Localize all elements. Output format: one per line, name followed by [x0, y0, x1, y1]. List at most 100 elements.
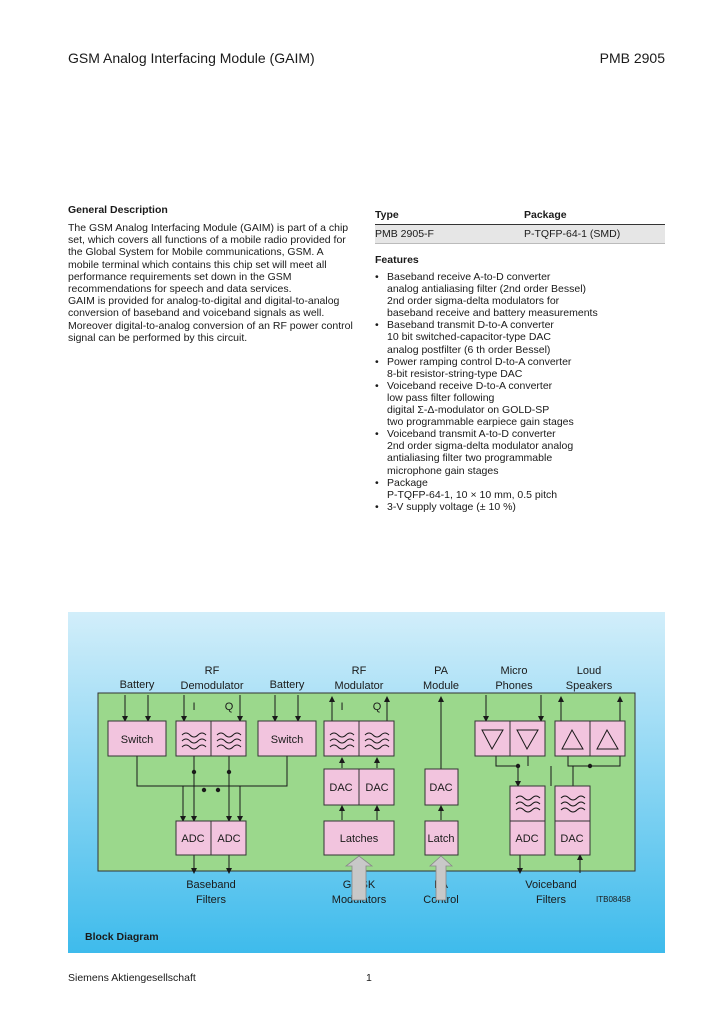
features-heading: Features [375, 254, 419, 266]
switch-block [257, 720, 317, 757]
amplifier-block [509, 720, 546, 757]
package-cell: P-TQFP-64-1 (SMD) [524, 228, 621, 240]
rf-modulator-label: Modulator [335, 680, 384, 692]
feature-line: analog postfilter (6 th order Bessel) [387, 343, 551, 356]
filter-wave-icon [181, 732, 586, 813]
rf-demodulator-label: RF [205, 665, 220, 677]
switch-label: Switch [271, 734, 303, 746]
type-package-table: Type Package PMB 2905-F P-TQFP-64-1 (SMD… [375, 208, 665, 244]
adc-label: ADC [181, 833, 204, 845]
dac-label: DAC [429, 782, 452, 794]
feature-line: 8-bit resistor-string-type DAC [387, 367, 523, 380]
type-cell: PMB 2905-F [375, 228, 434, 240]
feature-line: Voiceband receive D-to-A converter [387, 379, 553, 392]
latches-block [323, 820, 395, 856]
description-line: recommendations for speech and data serv… [68, 283, 292, 296]
feature-line: microphone gain stages [387, 464, 499, 477]
adc-block [210, 820, 247, 856]
latch-block [424, 820, 459, 856]
dac-block [358, 768, 395, 806]
baseband-filters-label: Filters [196, 894, 226, 906]
description-line: conversion of baseband and voiceband sig… [68, 307, 325, 320]
feature-line: low pass filter following [387, 391, 495, 404]
loudspeakers-label: Loud [577, 665, 601, 677]
filter-block [175, 720, 212, 757]
general-description-heading: General Description [68, 204, 168, 216]
voiceband-filters-label: Filters [536, 894, 566, 906]
loudspeakers-label: Speakers [566, 680, 613, 692]
battery-label: Battery [120, 679, 155, 691]
description-line: the Global System for Mobile communicati… [68, 246, 324, 259]
feature-line: Package [387, 476, 428, 489]
microphones-label: Micro [501, 665, 528, 677]
page-number: 1 [366, 972, 372, 984]
voiceband-filters-label: Voiceband [525, 879, 576, 891]
table-header: Type Package [375, 208, 665, 225]
type-column-header: Type [375, 209, 399, 221]
package-column-header: Package [524, 209, 567, 221]
i-channel-label: I [192, 701, 195, 713]
feature-item: • Power ramping control D-to-A converter… [375, 355, 572, 380]
company-name: Siemens Aktiengesellschaft [68, 972, 196, 984]
features-list: • Baseband receive A-to-D converter anal… [375, 271, 675, 513]
feature-line: P-TQFP-64-1, 10 × 10 mm, 0.5 pitch [387, 488, 558, 501]
feature-line: 2nd order sigma-delta modulator analog [387, 440, 574, 453]
adc-label: ADC [515, 833, 538, 845]
amplifier-block [474, 720, 511, 757]
block-diagram-caption: Block Diagram [85, 931, 159, 943]
voice-adc-block [509, 820, 546, 856]
latches-label: Latches [340, 833, 379, 845]
i-channel-label: I [340, 701, 343, 713]
feature-line: analog antialiasing filter (2nd order Be… [387, 283, 587, 296]
triangle-up-icon [596, 728, 619, 750]
filter-block [210, 720, 247, 757]
feature-item: • Voiceband transmit A-to-D converter 2n… [375, 428, 574, 477]
triangle-down-icon [516, 729, 539, 751]
adc-block [175, 820, 212, 856]
feature-item: • Baseband receive A-to-D converter anal… [375, 271, 598, 320]
feature-line: two programmable earpiece gain stages [387, 416, 574, 429]
dac-label: DAC [365, 782, 388, 794]
filter-block [358, 720, 395, 757]
switch-block [107, 720, 167, 757]
description-line: signal can be performed by this circuit. [68, 331, 248, 344]
description-line: mobile terminal which contains this chip… [68, 258, 327, 271]
figure-code: ITB08458 [596, 895, 631, 904]
dac-label: DAC [560, 833, 583, 845]
q-channel-label: Q [225, 701, 234, 713]
switch-label: Switch [121, 734, 153, 746]
feature-line: Baseband transmit D-to-A converter [387, 319, 554, 332]
pa-module-label: Module [423, 680, 459, 692]
baseband-filters-label: Baseband [186, 879, 236, 891]
feature-item: • Package P-TQFP-64-1, 10 × 10 mm, 0.5 p… [375, 476, 558, 501]
feature-line: 2nd order sigma-delta modulators for [387, 295, 560, 308]
description-line: Moreover digital-to-analog conversion of… [68, 319, 353, 332]
microphones-label: Phones [495, 680, 533, 692]
q-channel-label: Q [373, 701, 382, 713]
dac-block [323, 768, 360, 806]
rf-demodulator-label: Demodulator [181, 680, 244, 692]
block-diagram: Battery RF Demodulator Battery RF Modula… [68, 612, 665, 953]
triangle-up-icon [561, 728, 584, 750]
pa-input-arrow [428, 855, 454, 901]
description-line: set, which covers all functions of a mob… [68, 234, 346, 247]
feature-line: 10 bit switched-capacitor-type DAC [387, 331, 551, 344]
feature-item: • Voiceband receive D-to-A converter low… [375, 379, 574, 429]
triangle-down-icon [481, 729, 504, 751]
description-line: GAIM is provided for analog-to-digital a… [68, 295, 340, 308]
rf-modulator-label: RF [352, 665, 367, 677]
adc-label: ADC [217, 833, 240, 845]
feature-line: Voiceband transmit A-to-D converter [387, 428, 556, 441]
voice-dac-block [554, 820, 591, 856]
description-line: performance requirements set down in the… [68, 270, 292, 283]
document-title: GSM Analog Interfacing Module (GAIM) [68, 50, 315, 66]
part-number: PMB 2905 [599, 50, 665, 66]
feature-line: Power ramping control D-to-A converter [387, 355, 572, 368]
description-line: The GSM Analog Interfacing Module (GAIM)… [68, 222, 349, 234]
feature-line: baseband receive and battery measurement… [387, 307, 598, 320]
feature-line: digital Σ-Δ-modulator on GOLD-SP [387, 404, 550, 417]
feature-item: • 3-V supply voltage (± 10 %) [375, 500, 516, 513]
feature-item: • Baseband transmit D-to-A converter 10 … [375, 319, 554, 356]
latch-label: Latch [428, 833, 455, 845]
feature-line: 3-V supply voltage (± 10 %) [387, 500, 516, 513]
